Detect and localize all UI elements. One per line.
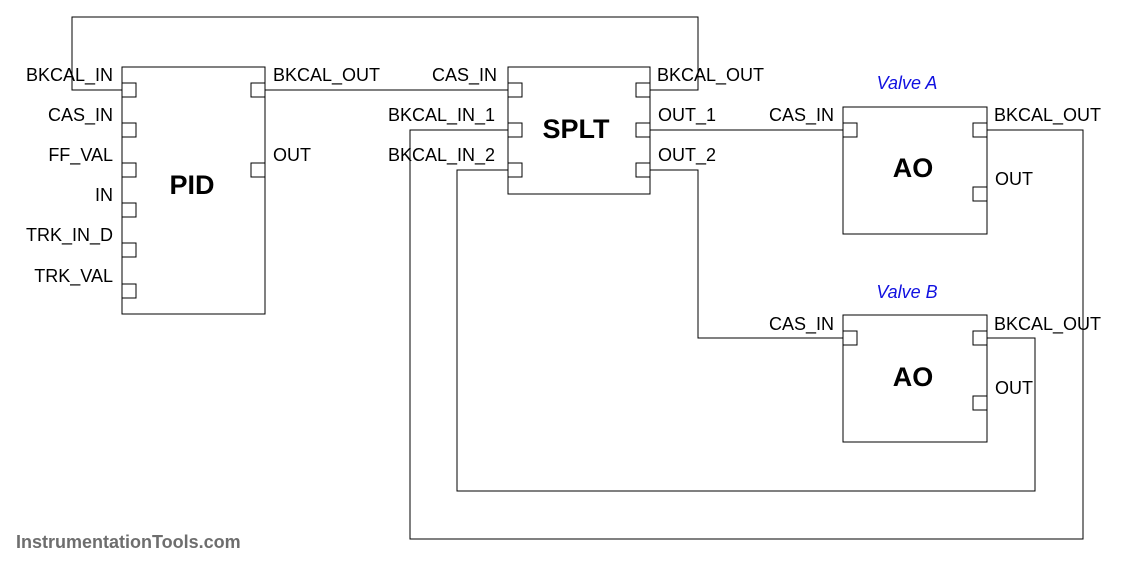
splt-port-out-1[interactable]: [635, 122, 651, 138]
ao-a-label-bkcal-out: BKCAL_OUT: [994, 105, 1101, 126]
pid-label-bkcal-in: BKCAL_IN: [26, 65, 113, 86]
pid-label-cas-in: CAS_IN: [48, 105, 113, 126]
pid-block-title: PID: [169, 170, 214, 200]
splt-label-bkcal-in-1: BKCAL_IN_1: [388, 105, 495, 126]
valve-a-label: Valve A: [877, 73, 938, 93]
splt-port-out-2[interactable]: [635, 162, 651, 178]
valve-b-label: Valve B: [876, 282, 937, 302]
ao-a-label-out: OUT: [995, 169, 1033, 189]
ao-a-port-bkcal-out[interactable]: [972, 122, 988, 138]
pid-port-trk-val[interactable]: [121, 283, 137, 299]
ao-b-label-out: OUT: [995, 378, 1033, 398]
ao-a-port-out[interactable]: [972, 186, 988, 202]
wire-splt-out-2-to-ao-b-cas-in: [650, 169, 843, 339]
pid-port-out[interactable]: [250, 162, 266, 178]
splt-label-bkcal-in-2: BKCAL_IN_2: [388, 145, 495, 166]
splt-block[interactable]: SPLT CAS_IN BKCAL_IN_1 BKCAL_IN_2 BKCAL_…: [388, 65, 764, 195]
pid-port-cas-in[interactable]: [121, 122, 137, 138]
ao-a-port-cas-in[interactable]: [842, 122, 858, 138]
pid-label-in: IN: [95, 185, 113, 205]
splt-port-bkcal-out[interactable]: [635, 82, 651, 98]
pid-label-trk-val: TRK_VAL: [34, 266, 113, 287]
pid-port-ff-val[interactable]: [121, 162, 137, 178]
splt-port-bkcal-in-1[interactable]: [507, 122, 523, 138]
splt-port-bkcal-in-2[interactable]: [507, 162, 523, 178]
ao-a-label-cas-in: CAS_IN: [769, 105, 834, 126]
watermark-text: InstrumentationTools.com: [16, 532, 241, 552]
ao-a-block-body: [842, 106, 988, 235]
splt-port-cas-in[interactable]: [507, 82, 523, 98]
ao-b-block-title: AO: [893, 362, 934, 392]
splt-label-cas-in: CAS_IN: [432, 65, 497, 86]
splt-block-title: SPLT: [543, 114, 611, 144]
ao-b-port-bkcal-out[interactable]: [972, 330, 988, 346]
splt-label-out-2: OUT_2: [658, 145, 716, 166]
ao-b-block-body: [842, 314, 988, 443]
ao-b-label-cas-in: CAS_IN: [769, 314, 834, 335]
ao-a-block-title: AO: [893, 153, 934, 183]
wire-ao-b-bkcal-out-to-splt-bkcal-in-2: [456, 169, 1036, 492]
ao-b-port-cas-in[interactable]: [842, 330, 858, 346]
wires: [71, 16, 1084, 540]
pid-label-bkcal-out: BKCAL_OUT: [273, 65, 380, 86]
pid-port-bkcal-in[interactable]: [121, 82, 137, 98]
ao-b-port-out[interactable]: [972, 395, 988, 411]
splt-label-bkcal-out: BKCAL_OUT: [657, 65, 764, 86]
ao-block-valve-a[interactable]: Valve A AO CAS_IN BKCAL_OUT OUT: [769, 73, 1101, 235]
pid-block[interactable]: PID BKCAL_IN CAS_IN FF_VAL IN TRK_IN_D T…: [26, 65, 380, 315]
ao-block-valve-b[interactable]: Valve B AO CAS_IN BKCAL_OUT OUT: [769, 282, 1101, 443]
pid-port-trk-in-d[interactable]: [121, 242, 137, 258]
pid-port-in[interactable]: [121, 202, 137, 218]
pid-label-trk-in-d: TRK_IN_D: [26, 225, 113, 246]
pid-label-out: OUT: [273, 145, 311, 165]
wire-splt-bkcal-out-to-pid-bkcal-in: [71, 16, 699, 91]
ao-b-label-bkcal-out: BKCAL_OUT: [994, 314, 1101, 335]
pid-label-ff-val: FF_VAL: [48, 145, 113, 166]
splt-label-out-1: OUT_1: [658, 105, 716, 126]
pid-port-bkcal-out[interactable]: [250, 82, 266, 98]
wire-ao-a-bkcal-out-to-splt-bkcal-in-1: [409, 129, 1084, 540]
pid-block-body: [121, 66, 266, 315]
